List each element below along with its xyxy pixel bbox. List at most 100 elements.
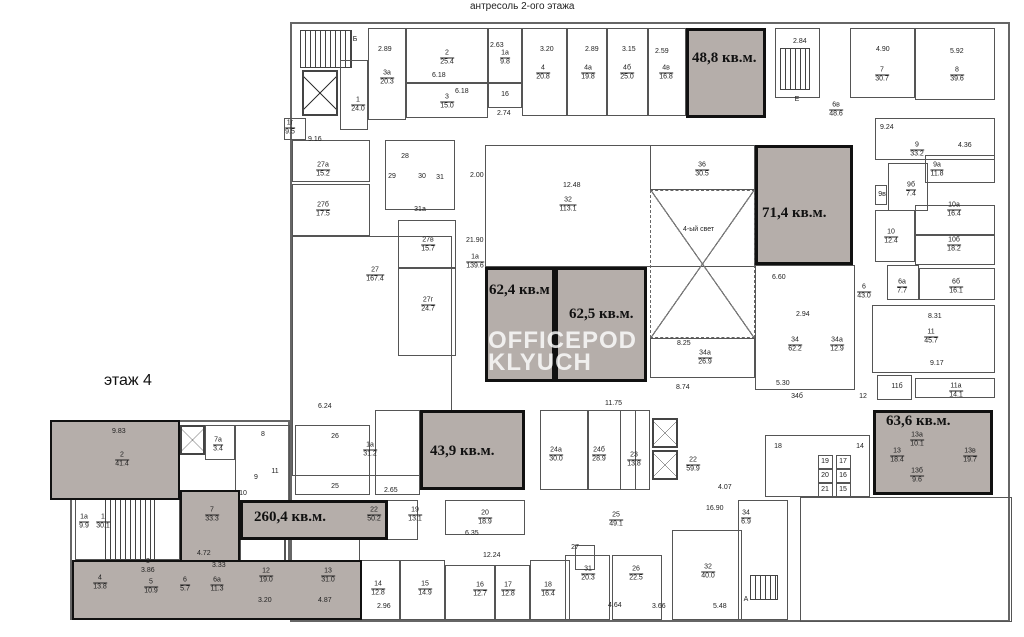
area-size-label: 71,4 кв.м.	[762, 205, 827, 221]
room-area: 12.7	[473, 590, 487, 598]
room-area: 30.0	[549, 455, 563, 463]
room-area: 15.2	[316, 170, 330, 178]
room-number: 13б	[910, 467, 924, 477]
wall-outline	[915, 378, 995, 398]
room-number: 6а	[210, 577, 224, 586]
room-number: 25	[331, 483, 339, 490]
dimension-label: 4.72	[197, 550, 211, 557]
room-number: 28	[401, 153, 409, 160]
wall-outline	[368, 28, 406, 120]
room-number: 10б	[947, 236, 961, 246]
rentable-area-part	[180, 490, 240, 565]
wall-outline	[872, 305, 995, 373]
dimension-label: 4.87	[318, 597, 332, 604]
wall-outline	[292, 236, 452, 476]
wall-outline	[292, 140, 370, 182]
room-area: 20.8	[536, 73, 550, 81]
room-area: 24.7	[421, 305, 435, 313]
room-label: 14	[855, 443, 865, 451]
room-number: 12	[259, 568, 273, 577]
stairs-icon	[300, 30, 352, 68]
room-area: 17.5	[316, 210, 330, 218]
room-number: 1а	[79, 513, 89, 523]
room-area: 45.7	[924, 337, 938, 345]
rentable-area[interactable]	[873, 410, 993, 495]
wall-outline	[877, 375, 912, 400]
dimension-label: 6.18	[432, 72, 446, 79]
room-number: 18	[774, 443, 782, 450]
room-label: 25	[330, 483, 340, 491]
dimension-label: 2.65	[384, 487, 398, 494]
elevator-icon	[180, 425, 205, 455]
room-area: 14.1	[949, 391, 963, 399]
room-number: 15	[839, 486, 847, 493]
room-number: 6в	[829, 102, 843, 111]
room-number: 27	[571, 544, 579, 551]
room-number: 2	[440, 50, 454, 59]
room-number: 6а	[897, 278, 907, 288]
rentable-area[interactable]	[555, 267, 647, 382]
rentable-area[interactable]	[755, 145, 853, 265]
dimension-label: 9.16	[308, 136, 322, 143]
dimension-label: 21.90	[466, 237, 484, 244]
room-area: 22.5	[629, 574, 643, 582]
room-number: 34б	[791, 393, 803, 400]
wall-outline	[818, 469, 833, 483]
wall-outline	[607, 28, 648, 116]
dimension-label: 3.66	[652, 603, 666, 610]
room-number: 36	[695, 162, 709, 171]
room-number: 7	[875, 67, 889, 76]
room-area: 14.9	[418, 589, 432, 597]
room-label: 20	[820, 472, 830, 480]
room-number: Б	[352, 36, 358, 43]
room-number: 1а	[500, 49, 510, 59]
rentable-area[interactable]	[420, 410, 525, 490]
room-number: 14	[856, 443, 864, 450]
wall-outline	[887, 265, 919, 300]
room-label: 12	[858, 393, 868, 401]
room-area: 20.3	[380, 78, 394, 86]
rentable-area[interactable]	[485, 267, 555, 382]
plan-title: антресоль 2-ого этажа	[470, 1, 575, 12]
room-label: 9	[253, 474, 259, 482]
dimension-label: 6.35	[465, 530, 479, 537]
room-label: 10	[238, 490, 248, 498]
room-area: 43.0	[857, 292, 871, 300]
rentable-area[interactable]	[686, 28, 766, 118]
wall-outline	[915, 235, 995, 265]
room-area: 30.5	[695, 170, 709, 178]
room-area: 16.1	[949, 287, 963, 295]
rentable-area[interactable]	[240, 500, 388, 540]
room-area: 16.8	[659, 73, 673, 81]
dimension-label: 2.96	[377, 603, 391, 610]
wall-outline	[488, 28, 522, 83]
dimension-label: 9.17	[930, 360, 944, 367]
room-number: 8	[950, 67, 964, 76]
room-area: 7.7	[897, 287, 907, 295]
wall-outline	[915, 205, 995, 235]
room-label: Е	[794, 96, 801, 104]
wall-outline	[375, 410, 420, 495]
room-number: 24б	[592, 446, 606, 456]
area-size-label: 260,4 кв.м.	[254, 509, 326, 525]
dimension-label: 11.75	[605, 400, 622, 407]
